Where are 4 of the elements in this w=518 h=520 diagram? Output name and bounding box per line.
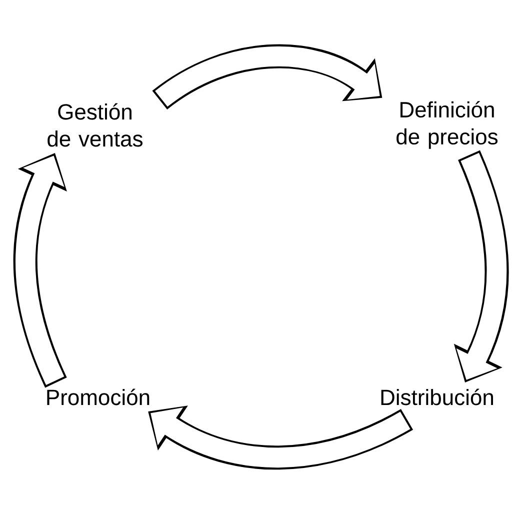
step-label: Definición de precios <box>396 101 498 149</box>
step-label: Promoción <box>47 388 150 406</box>
step-label: Distribución <box>381 388 493 406</box>
step-label: Gestión de ventas <box>48 103 142 147</box>
